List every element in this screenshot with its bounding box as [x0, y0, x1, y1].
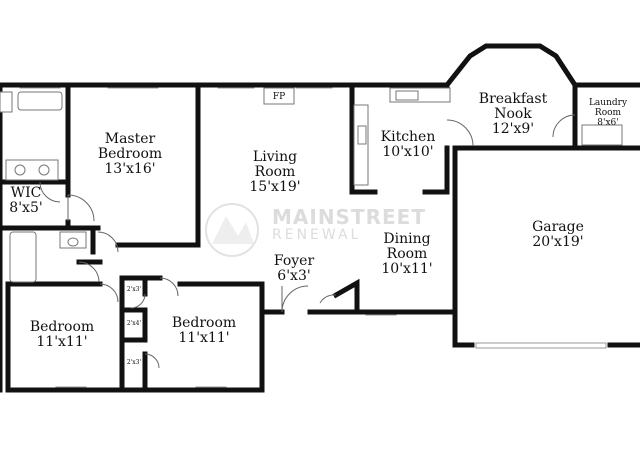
room-master-bedroom: Master Bedroom 13'x16'	[98, 132, 162, 177]
room-breakfast-nook: Breakfast Nook 12'x9'	[479, 92, 547, 137]
room-bedroom-right: Bedroom 11'x11'	[172, 316, 236, 346]
room-name: Master Bedroom	[97, 131, 163, 162]
watermark-line2: RENEWAL	[272, 227, 362, 243]
fixtures	[0, 87, 623, 283]
room-wic: WIC 8'x5'	[9, 186, 42, 216]
room-name: Living Room	[252, 149, 298, 180]
room-dimensions: 10'x10'	[382, 144, 434, 160]
closet-2-label: 2'x4'	[126, 320, 142, 327]
room-dimensions: 6'x3'	[277, 268, 311, 284]
room-dimensions: 10'x11'	[381, 261, 433, 277]
room-name: Bedroom	[171, 315, 237, 331]
room-dimensions: 20'x19'	[532, 234, 584, 250]
watermark: MAINSTREET RENEWAL	[272, 205, 426, 244]
room-name: Garage	[532, 219, 584, 235]
room-name: Dining Room	[383, 231, 431, 262]
room-name: Laundry Room	[588, 98, 628, 118]
room-name: Breakfast Nook	[478, 91, 548, 122]
room-dimensions: 11'x11'	[36, 334, 88, 350]
room-name: Kitchen	[380, 129, 436, 145]
room-kitchen: Kitchen 10'x10'	[381, 130, 436, 160]
room-name: WIC	[10, 185, 42, 201]
room-garage: Garage 20'x19'	[532, 220, 584, 250]
room-dimensions: 12'x9'	[491, 121, 535, 137]
room-dining-room: Dining Room 10'x11'	[381, 232, 432, 277]
closet-3-label: 2'x3'	[126, 359, 142, 366]
room-dimensions: 15'x19'	[249, 179, 301, 195]
room-laundry-room: Laundry Room 8'x6'	[589, 98, 627, 128]
room-name: Foyer	[273, 253, 315, 269]
room-bedroom-left: Bedroom 11'x11'	[30, 320, 94, 350]
closet-1-label: 2'x3'	[126, 286, 142, 293]
doors	[39, 114, 576, 369]
room-dimensions: 8'x5'	[9, 200, 43, 216]
room-living-room: Living Room 15'x19'	[249, 150, 300, 195]
room-foyer: Foyer 6'x3'	[274, 254, 314, 284]
fireplace-label: FP	[272, 92, 286, 102]
watermark-emblem	[205, 203, 259, 257]
room-dimensions: 13'x16'	[104, 161, 156, 177]
room-dimensions: 11'x11'	[178, 330, 230, 346]
room-dimensions: 8'x6'	[597, 118, 619, 128]
watermark-line1: MAINSTREET	[272, 205, 426, 229]
walls	[0, 43, 640, 393]
room-name: Bedroom	[29, 319, 95, 335]
